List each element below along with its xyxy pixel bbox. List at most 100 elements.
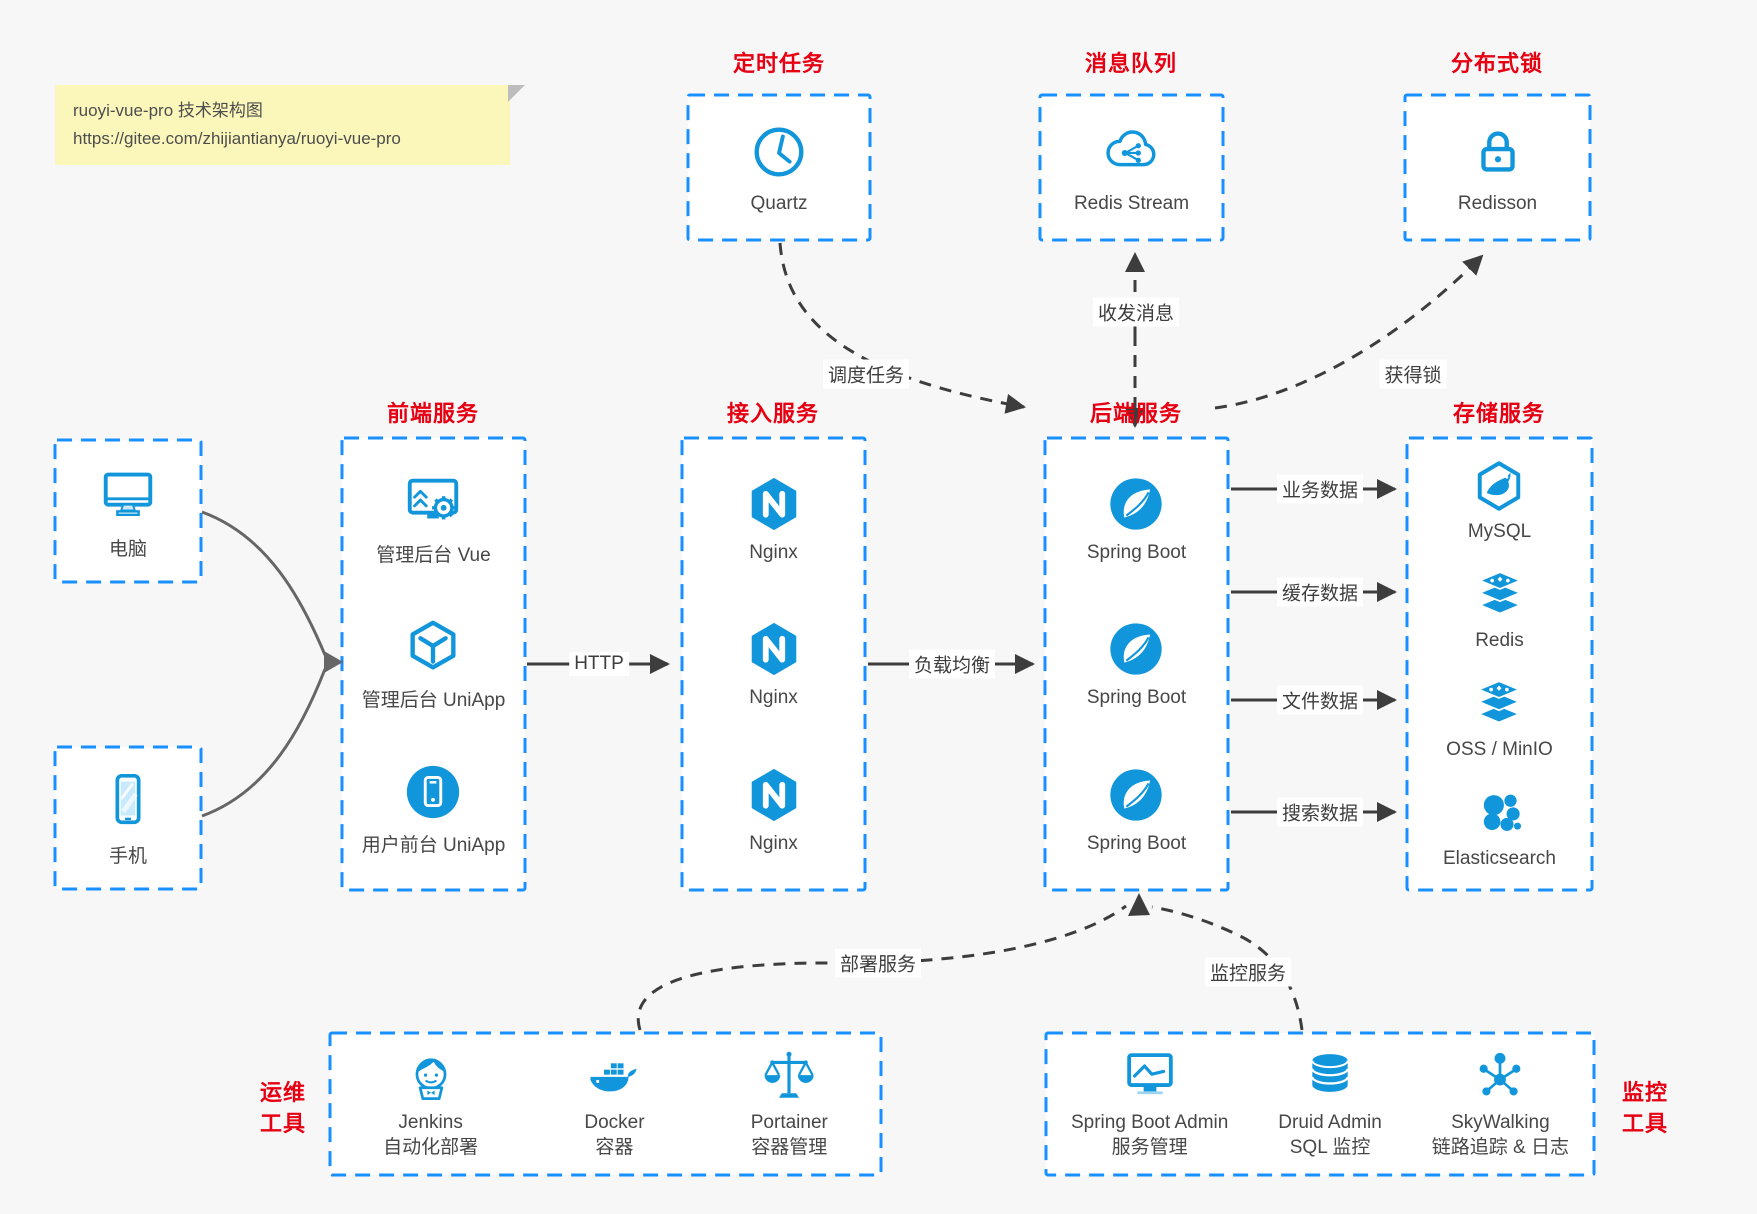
monitor-item-druid: Druid Admin SQL 监控 — [1278, 1047, 1382, 1160]
uniapp-cube-icon — [402, 616, 464, 678]
storage-item-oss: OSS / MinIO — [1446, 676, 1553, 761]
sticky-note: ruoyi-vue-pro 技术架构图 https://gitee.com/zh… — [55, 85, 525, 165]
monitor-items: Spring Boot Admin 服务管理 Druid Admin SQL 监… — [1046, 1033, 1594, 1175]
edge-label-acquire-lock: 获得锁 — [1379, 359, 1447, 389]
edge-label-load-balance: 负载均衡 — [908, 649, 996, 679]
monitor-item-skywalking: SkyWalking 链路追踪 & 日志 — [1432, 1047, 1569, 1160]
gateway-item-nginx-3: Nginx — [743, 764, 805, 855]
cloud-message-icon — [1101, 121, 1163, 183]
item-desc: 自动化部署 — [383, 1137, 479, 1158]
mobile-content: 手机 — [55, 747, 201, 889]
edge-label-data-cache: 缓存数据 — [1276, 577, 1364, 607]
edge-mobile-frontend — [201, 668, 327, 818]
spring-boot-icon — [1105, 473, 1167, 535]
lock-icon — [1467, 121, 1529, 183]
title-frontend: 前端服务 — [386, 401, 480, 426]
item-label: 管理后台 Vue — [376, 544, 491, 566]
title-scheduled-tasks: 定时任务 — [732, 51, 826, 76]
item-name: Jenkins — [398, 1112, 463, 1134]
edge-label-deploy: 部署服务 — [834, 948, 922, 978]
storage-box — [1405, 436, 1594, 892]
smartphone-icon — [97, 769, 159, 831]
item-desc: SQL 监控 — [1289, 1137, 1371, 1158]
redis-stream-content: Redis Stream — [1040, 95, 1223, 240]
docker-icon — [585, 1047, 643, 1105]
item-label: OSS / MinIO — [1446, 739, 1553, 760]
edge-label-schedule: 调度任务 — [822, 359, 910, 389]
item-name: Spring Boot Admin — [1070, 1112, 1229, 1134]
ops-item-docker: Docker 容器 — [584, 1047, 645, 1160]
note-title: ruoyi-vue-pro 技术架构图 — [73, 101, 263, 120]
edge-label-http: HTTP — [569, 652, 629, 676]
clock-icon — [748, 121, 810, 183]
item-desc: 链路追踪 & 日志 — [1431, 1137, 1569, 1158]
frontend-items: 管理后台 Vue 管理后台 UniApp 用户前台 UniApp — [342, 438, 525, 890]
redisson-label: Redisson — [1457, 192, 1538, 214]
item-label: Spring Boot — [1086, 832, 1187, 854]
gateway-item-nginx-1: Nginx — [743, 473, 805, 564]
item-label: Spring Boot — [1086, 542, 1187, 564]
frontend-box — [340, 436, 527, 892]
nginx-icon — [743, 618, 805, 680]
item-name: Portainer — [750, 1112, 828, 1134]
ops-item-jenkins: Jenkins 自动化部署 — [383, 1047, 478, 1160]
storage-items: MySQL Redis OSS / MinIO Elasticsearch — [1407, 438, 1592, 890]
item-label: 管理后台 UniApp — [361, 689, 506, 711]
quartz-box — [686, 93, 872, 242]
backend-item-spring-1: Spring Boot — [1087, 473, 1186, 564]
spring-boot-admin-icon — [1121, 1047, 1179, 1105]
title-gateway: 接入服务 — [726, 401, 820, 426]
nginx-icon — [743, 764, 805, 826]
title-distributed-lock: 分布式锁 — [1450, 51, 1544, 76]
item-desc: 容器管理 — [751, 1137, 828, 1158]
monitor-tools-title: 监控 工具 — [1621, 1080, 1668, 1136]
quartz-content: Quartz — [688, 95, 870, 240]
gateway-items: Nginx Nginx Nginx — [682, 438, 865, 890]
title-backend: 后端服务 — [1089, 401, 1183, 426]
druid-icon — [1301, 1047, 1359, 1105]
frontend-item-user-uniapp: 用户前台 UniApp — [361, 761, 506, 857]
ops-tools-title: 运维 工具 — [259, 1080, 306, 1136]
item-label: Spring Boot — [1086, 687, 1187, 709]
item-label: 用户前台 UniApp — [361, 835, 506, 857]
spring-boot-icon — [1105, 764, 1167, 826]
frontend-item-admin-uniapp: 管理后台 UniApp — [361, 616, 506, 712]
item-name: Druid Admin — [1278, 1112, 1382, 1134]
edge-label-message: 收发消息 — [1092, 297, 1180, 327]
backend-item-spring-2: Spring Boot — [1087, 618, 1186, 709]
edge-label-data-business: 业务数据 — [1276, 474, 1364, 504]
item-label: Elasticsearch — [1443, 848, 1556, 869]
backend-items: Spring Boot Spring Boot Spring Boot — [1045, 438, 1228, 890]
jenkins-icon — [402, 1047, 460, 1105]
item-label: Redis — [1475, 630, 1524, 651]
storage-item-mysql: MySQL — [1468, 458, 1531, 543]
edge-acquire-lock — [1214, 254, 1484, 410]
mobile-label: 手机 — [108, 845, 147, 867]
note-fold-corner — [508, 85, 525, 102]
title-message-queue: 消息队列 — [1084, 51, 1178, 76]
item-desc: 服务管理 — [1111, 1137, 1188, 1158]
desktop-icon — [97, 462, 159, 524]
item-name: SkyWalking — [1451, 1112, 1550, 1134]
admin-vue-icon — [402, 471, 464, 533]
spring-boot-icon — [1105, 618, 1167, 680]
elasticsearch-icon — [1472, 785, 1528, 841]
item-label: MySQL — [1467, 521, 1532, 542]
portainer-icon — [760, 1047, 818, 1105]
edge-pc-frontend — [201, 510, 327, 656]
mq-box — [1038, 93, 1225, 242]
pc-content: 电脑 — [55, 440, 201, 582]
note-url: https://gitee.com/zhijiantianya/ruoyi-vu… — [73, 128, 401, 148]
mysql-icon — [1471, 458, 1527, 514]
storage-item-redis: Redis — [1472, 567, 1528, 652]
edge-label-data-file: 文件数据 — [1276, 685, 1364, 715]
item-desc: 容器 — [595, 1137, 634, 1158]
quartz-label: Quartz — [750, 192, 808, 214]
title-storage: 存储服务 — [1452, 401, 1546, 426]
client-arrowhead — [324, 651, 343, 673]
ops-item-portainer: Portainer 容器管理 — [751, 1047, 828, 1160]
ops-box — [328, 1031, 883, 1177]
backend-item-spring-3: Spring Boot — [1087, 764, 1186, 855]
nginx-icon — [743, 473, 805, 535]
